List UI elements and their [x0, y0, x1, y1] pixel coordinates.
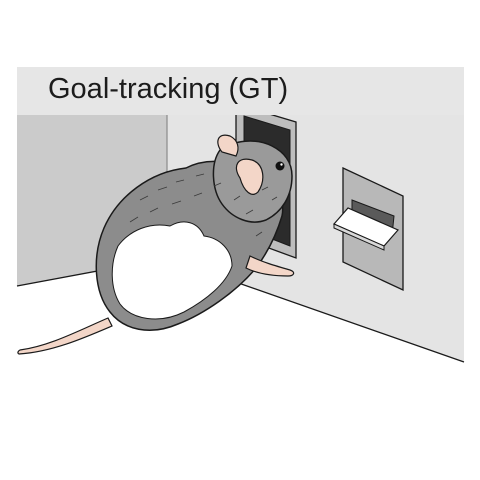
rat-tail [17, 317, 113, 355]
title-band [17, 67, 464, 115]
rat-ear-front [235, 158, 264, 195]
diagram-title: Goal-tracking (GT) [48, 73, 289, 105]
rat-ear-back [217, 134, 239, 157]
rat-white-patch [111, 221, 233, 320]
rat-illustration [17, 134, 295, 355]
rat-fore-paw [245, 255, 295, 277]
rat-eye [275, 161, 285, 171]
retractable-lever [333, 166, 404, 292]
